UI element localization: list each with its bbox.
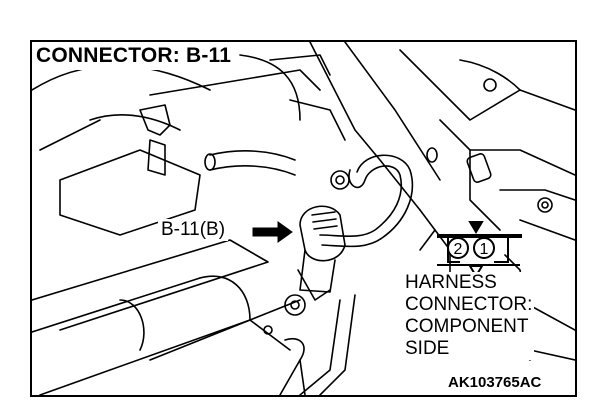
harness-line-3: COMPONENT xyxy=(405,316,529,337)
pin-label-1: 1 xyxy=(480,241,489,258)
harness-line-1: HARNESS xyxy=(405,272,497,293)
arrow-right-icon xyxy=(252,221,293,243)
callout-label: B-11(B) xyxy=(158,219,229,241)
sensor-connector xyxy=(297,205,346,301)
harness-line-4: SIDE xyxy=(405,338,450,359)
wire-harness xyxy=(279,154,414,395)
figure-code: AK103765AC xyxy=(446,374,544,392)
diagram-title: CONNECTOR: B-11 xyxy=(34,44,238,70)
pin-label-2: 2 xyxy=(454,241,463,258)
lower-tube xyxy=(32,239,301,395)
bracket xyxy=(139,104,171,176)
harness-line-2: CONNECTOR: xyxy=(405,294,533,315)
hose xyxy=(204,150,296,176)
bolts xyxy=(263,78,553,335)
connector-face-icon: 2 1 xyxy=(437,221,522,278)
harness-connector-label: HARNESS CONNECTOR: COMPONENT SIDE xyxy=(403,272,535,360)
